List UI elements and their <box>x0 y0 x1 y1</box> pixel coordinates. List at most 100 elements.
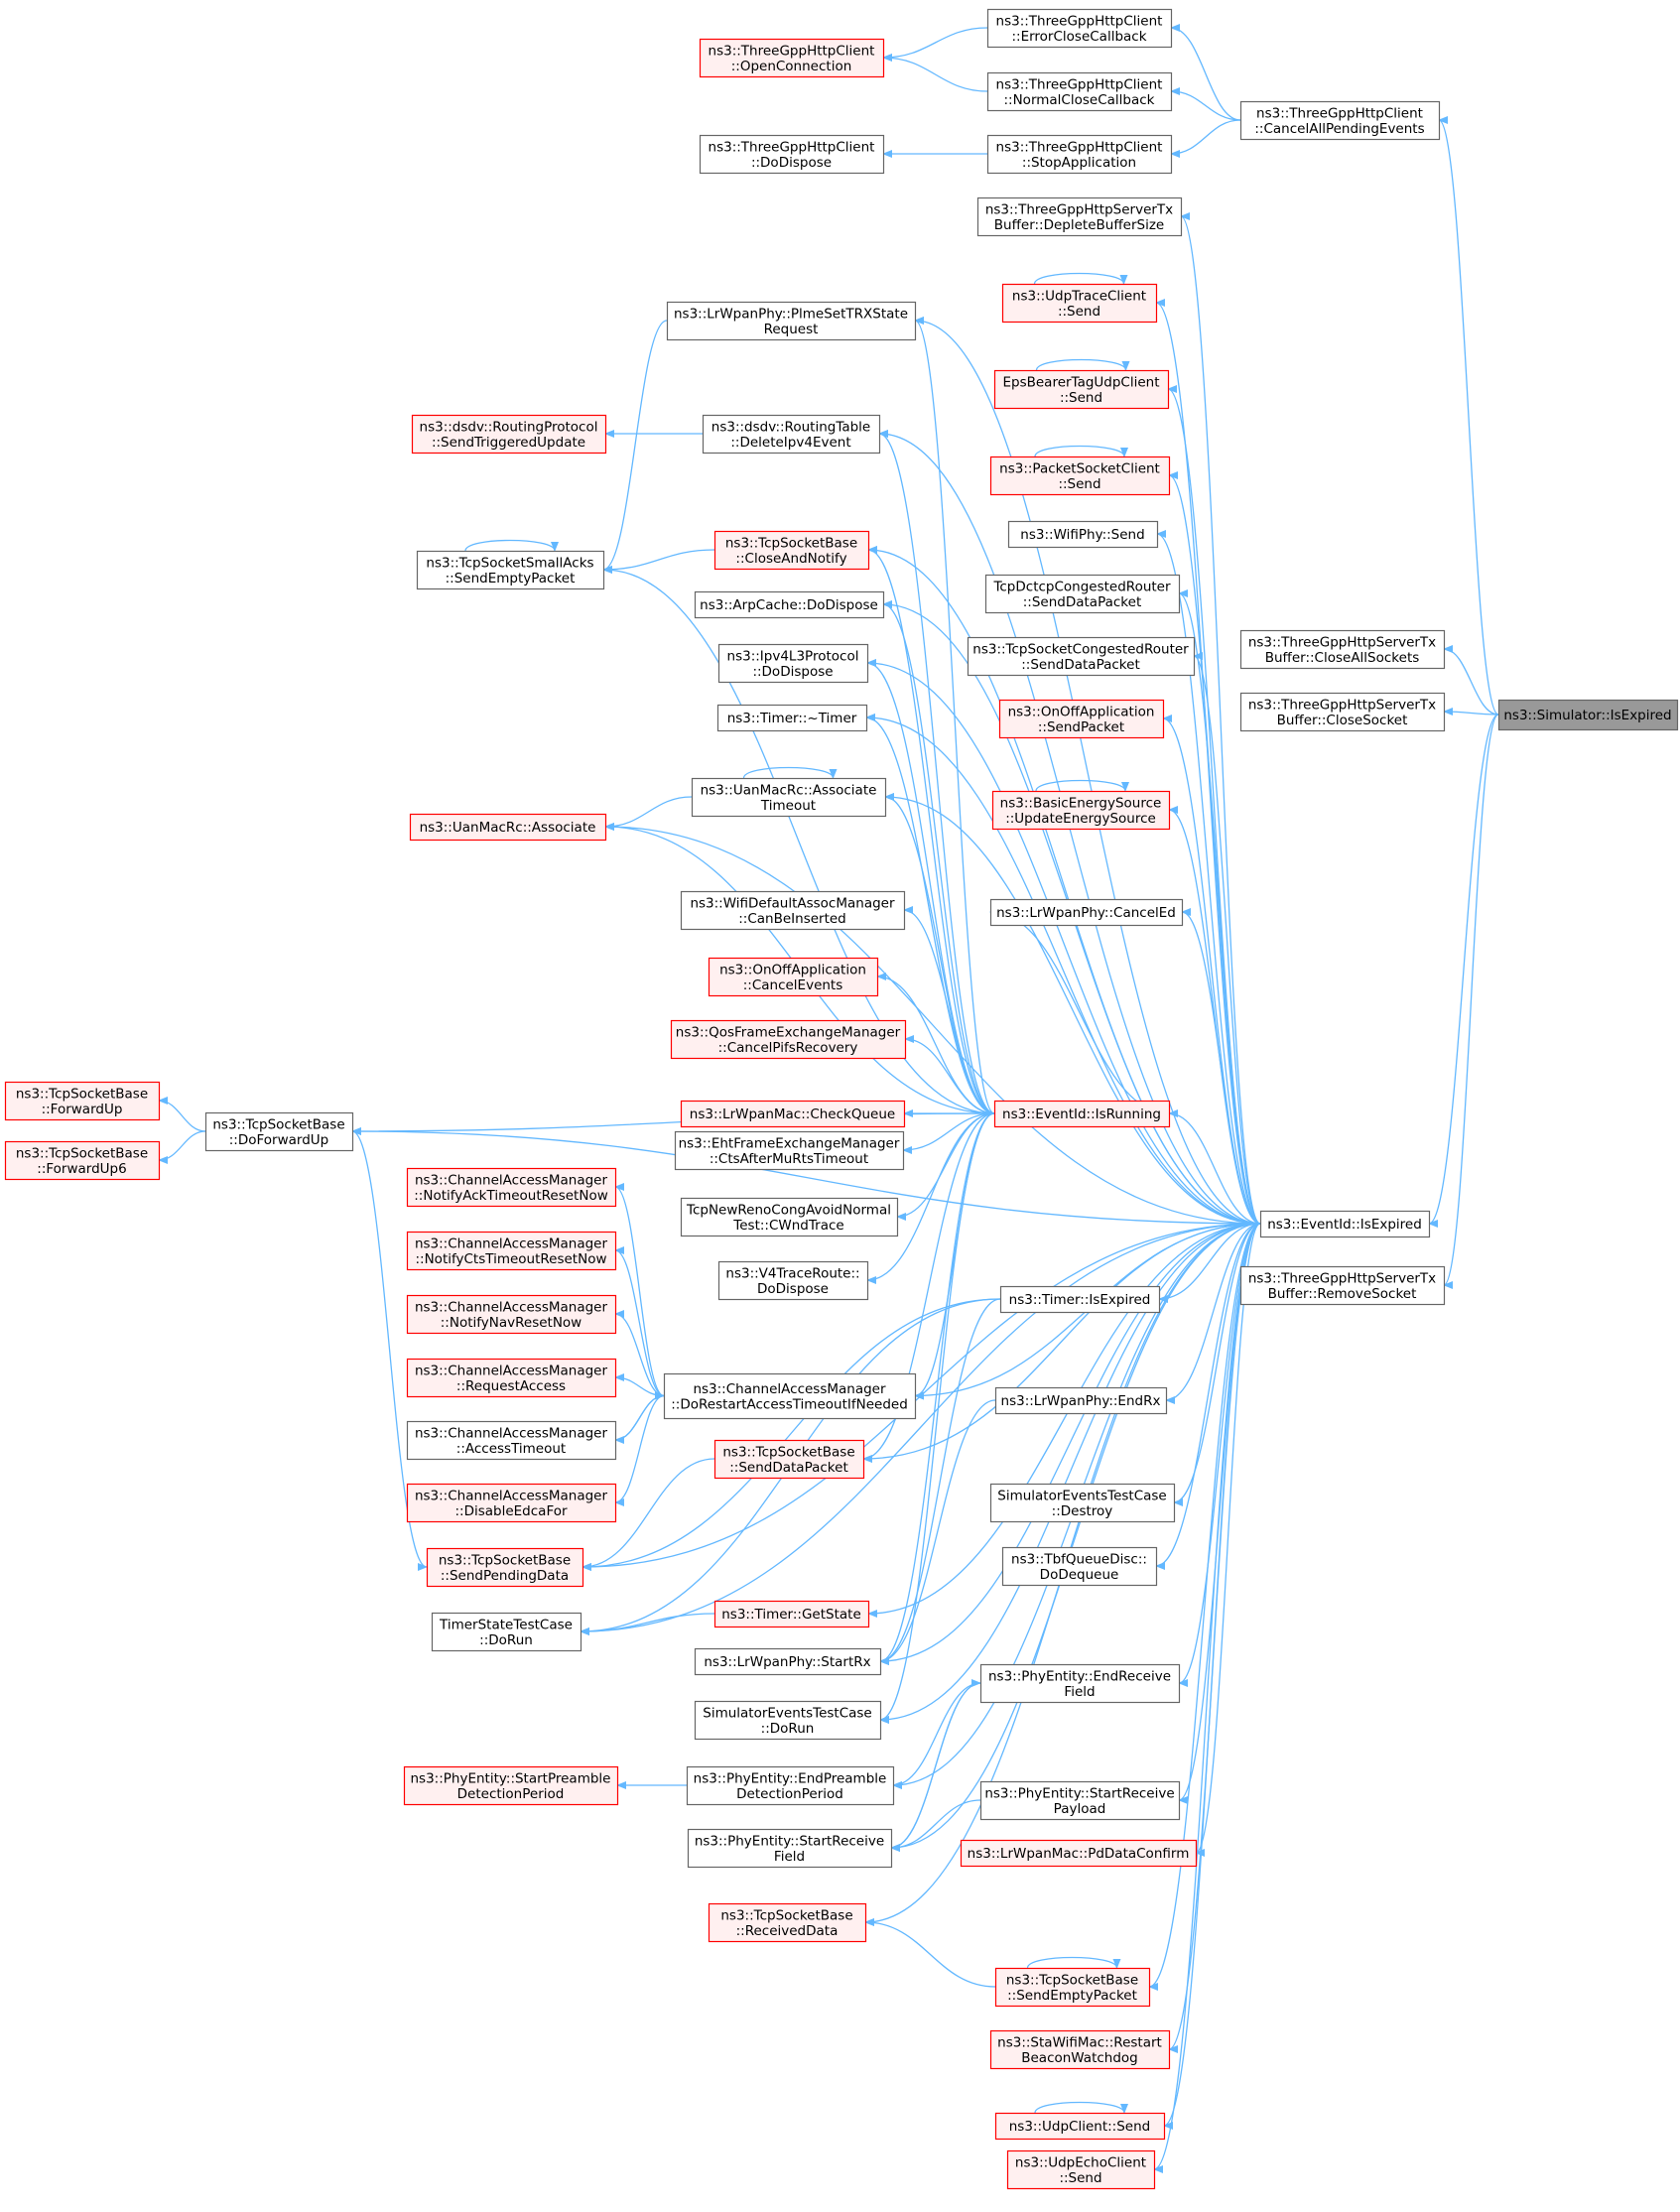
graph-node-lrwmac-cq[interactable]: ns3::LrWpanMac::CheckQueue <box>680 1100 906 1128</box>
graph-node-ehtfem-camrt[interactable]: ns3::EhtFrameExchangeManager::CtsAfterMu… <box>674 1130 905 1171</box>
graph-node-lrw-ced[interactable]: ns3::LrWpanPhy::CancelEd <box>989 898 1184 927</box>
node-label: ns3::TcpSocketBase <box>725 535 857 551</box>
graph-node-v4tr-dd[interactable]: ns3::V4TraceRoute::DoDispose <box>717 1260 869 1301</box>
node-box <box>406 1231 617 1271</box>
graph-node-pe-spdp[interactable]: ns3::PhyEntity::StartPreambleDetectionPe… <box>403 1765 619 1806</box>
graph-node-dsdv-stu[interactable]: ns3::dsdv::RoutingProtocol::SendTriggere… <box>411 414 607 455</box>
node-label: Field <box>1064 1684 1095 1700</box>
graph-node-tsb-dfu[interactable]: ns3::TcpSocketBase::DoForwardUp <box>204 1111 354 1152</box>
graph-node-qfem-cpr[interactable]: ns3::QosFrameExchangeManager::CancelPifs… <box>670 1019 907 1060</box>
node-box <box>702 414 881 455</box>
graph-node-tghst-dbs[interactable]: ns3::ThreeGppHttpServerTxBuffer::Deplete… <box>976 196 1183 237</box>
graph-node-tdcr-sdp[interactable]: TcpDctcpCongestedRouter::SendDataPacket <box>984 574 1181 614</box>
graph-node-cam-def[interactable]: ns3::ChannelAccessManager::DisableEdcaFo… <box>406 1483 617 1523</box>
node-box <box>406 1167 617 1208</box>
graph-node-tghst-cas[interactable]: ns3::ThreeGppHttpServerTxBuffer::CloseAl… <box>1239 629 1446 670</box>
graph-node-setc-destroy[interactable]: SimulatorEventsTestCase::Destroy <box>989 1483 1176 1523</box>
node-label: ::SendDataPacket <box>1023 594 1142 610</box>
graph-node-onoff-ce[interactable]: ns3::OnOffApplication::CancelEvents <box>708 957 879 997</box>
graph-node-root[interactable]: ns3::Simulator::IsExpired <box>1497 699 1679 731</box>
graph-node-wdam-cbi[interactable]: ns3::WifiDefaultAssocManager::CanBeInser… <box>680 890 906 931</box>
node-label: ns3::UanMacRc::Associate <box>420 820 596 836</box>
graph-node-setc-dorun[interactable]: SimulatorEventsTestCase::DoRun <box>694 1700 882 1741</box>
graph-node-ebt-send[interactable]: EpsBearerTagUdpClient::Send <box>993 369 1170 410</box>
node-box <box>713 530 870 571</box>
graph-node-cam-nctr[interactable]: ns3::ChannelAccessManager::NotifyCtsTime… <box>406 1231 617 1271</box>
graph-node-tsb-sep[interactable]: ns3::TcpSocketBase::SendEmptyPacket <box>994 1967 1151 2008</box>
node-label: ::Send <box>1059 2170 1101 2186</box>
node-box <box>713 1439 865 1480</box>
graph-node-tghst-rs[interactable]: ns3::ThreeGppHttpServerTxBuffer::RemoveS… <box>1239 1265 1446 1306</box>
graph-node-utc-send[interactable]: ns3::UdpTraceClient::Send <box>1001 283 1158 324</box>
node-box <box>967 636 1196 677</box>
graph-node-cam-ra[interactable]: ns3::ChannelAccessManager::RequestAccess <box>406 1358 617 1398</box>
graph-edge <box>882 600 995 1114</box>
graph-node-cam-drat[interactable]: ns3::ChannelAccessManager::DoRestartAcce… <box>663 1372 917 1420</box>
graph-node-tsb-fu[interactable]: ns3::TcpSocketBase::ForwardUp <box>4 1081 161 1121</box>
graph-node-dsdv-die[interactable]: ns3::dsdv::RoutingTable::DeleteIpv4Event <box>702 414 881 455</box>
graph-node-tghc-oc[interactable]: ns3::ThreeGppHttpClient::OpenConnection <box>699 38 885 78</box>
node-box <box>699 38 885 78</box>
graph-node-tsb-sdp[interactable]: ns3::TcpSocketBase::SendDataPacket <box>713 1439 865 1480</box>
node-box <box>994 1386 1168 1415</box>
graph-node-arp-dd[interactable]: ns3::ArpCache::DoDispose <box>694 590 885 619</box>
graph-node-tghc-cape[interactable]: ns3::ThreeGppHttpClient::CancelAllPendin… <box>1239 100 1441 141</box>
graph-node-eid-exp[interactable]: ns3::EventId::IsExpired <box>1259 1210 1431 1238</box>
node-label: Buffer::CloseAllSockets <box>1265 650 1420 666</box>
graph-node-timer-dtor[interactable]: ns3::Timer::~Timer <box>716 704 868 732</box>
node-label: ::CancelEvents <box>743 977 843 993</box>
graph-node-eid-run[interactable]: ns3::EventId::IsRunning <box>993 1100 1171 1128</box>
graph-node-cam-nnr[interactable]: ns3::ChannelAccessManager::NotifyNavRese… <box>406 1294 617 1335</box>
graph-node-tsb-rd[interactable]: ns3::TcpSocketBase::ReceivedData <box>708 1902 867 1943</box>
graph-node-tghc-sa[interactable]: ns3::ThreeGppHttpClient::StopApplication <box>986 134 1173 175</box>
graph-node-umr-assoc[interactable]: ns3::UanMacRc::Associate <box>409 813 607 842</box>
graph-edge <box>614 1391 665 1441</box>
graph-node-uec-send[interactable]: ns3::UdpEchoClient::Send <box>1006 2149 1156 2190</box>
graph-node-udpc-send[interactable]: ns3::UdpClient::Send <box>994 2112 1166 2141</box>
graph-node-timer-gs[interactable]: ns3::Timer::GetState <box>713 1600 870 1628</box>
graph-node-wifiphy-send[interactable]: ns3::WifiPhy::Send <box>1007 520 1159 549</box>
graph-node-onoff-sp[interactable]: ns3::OnOffApplication::SendPacket <box>998 699 1165 739</box>
graph-node-tbf-dd[interactable]: ns3::TbfQueueDisc::DoDequeue <box>1001 1546 1158 1587</box>
graph-edge <box>879 1298 1001 1665</box>
graph-node-tghc-ncc[interactable]: ns3::ThreeGppHttpClient::NormalCloseCall… <box>986 71 1173 112</box>
graph-node-timer-exp[interactable]: ns3::Timer::IsExpired <box>999 1285 1161 1314</box>
graph-node-tghc-dd[interactable]: ns3::ThreeGppHttpClient::DoDispose <box>699 134 885 175</box>
graph-edge <box>884 793 995 1114</box>
graph-node-psc-send[interactable]: ns3::PacketSocketClient::Send <box>989 455 1171 496</box>
graph-node-cam-at[interactable]: ns3::ChannelAccessManager::AccessTimeout <box>406 1420 617 1461</box>
graph-node-lrw-srx[interactable]: ns3::LrWpanPhy::StartRx <box>694 1647 882 1676</box>
graph-node-bes-ues[interactable]: ns3::BasicEnergySource::UpdateEnergySour… <box>991 790 1171 831</box>
graph-node-lrwmac-pdc[interactable]: ns3::LrWpanMac::PdDataConfirm <box>960 1839 1198 1868</box>
graph-node-tghst-cs[interactable]: ns3::ThreeGppHttpServerTxBuffer::CloseSo… <box>1239 692 1446 732</box>
node-label: Timeout <box>760 798 816 814</box>
graph-edge <box>1170 87 1241 121</box>
graph-node-tscr-sdp[interactable]: ns3::TcpSocketCongestedRouter::SendDataP… <box>967 636 1196 677</box>
node-label: ns3::ChannelAccessManager <box>415 1236 608 1251</box>
graph-edge <box>914 317 995 1114</box>
graph-node-tghc-ecc[interactable]: ns3::ThreeGppHttpClient::ErrorCloseCallb… <box>986 8 1173 49</box>
graph-node-lrw-erx[interactable]: ns3::LrWpanPhy::EndRx <box>994 1386 1168 1415</box>
graph-node-pe-epdp[interactable]: ns3::PhyEntity::EndPreambleDetectionPeri… <box>686 1765 895 1806</box>
graph-node-tstc-dorun[interactable]: TimerStateTestCase::DoRun <box>431 1612 582 1652</box>
node-box <box>984 574 1181 614</box>
graph-node-tsb-fu6[interactable]: ns3::TcpSocketBase::ForwardUp6 <box>4 1140 161 1181</box>
node-box <box>708 1902 867 1943</box>
node-label: ::UpdateEnergySource <box>1005 811 1156 827</box>
graph-node-tssa-sep[interactable]: ns3::TcpSocketSmallAcks::SendEmptyPacket <box>416 550 605 590</box>
graph-node-tsb-spd[interactable]: ns3::TcpSocketBase::SendPendingData <box>426 1547 584 1588</box>
graph-edge <box>866 1112 995 1284</box>
graph-node-cam-natr[interactable]: ns3::ChannelAccessManager::NotifyAckTime… <box>406 1167 617 1208</box>
graph-edge <box>1033 272 1128 285</box>
node-box <box>1259 1210 1431 1238</box>
graph-edge <box>890 1679 981 1849</box>
graph-node-ipv4l3-dd[interactable]: ns3::Ipv4L3Protocol::DoDispose <box>717 643 869 684</box>
graph-node-tsb-can[interactable]: ns3::TcpSocketBase::CloseAndNotify <box>713 530 870 571</box>
